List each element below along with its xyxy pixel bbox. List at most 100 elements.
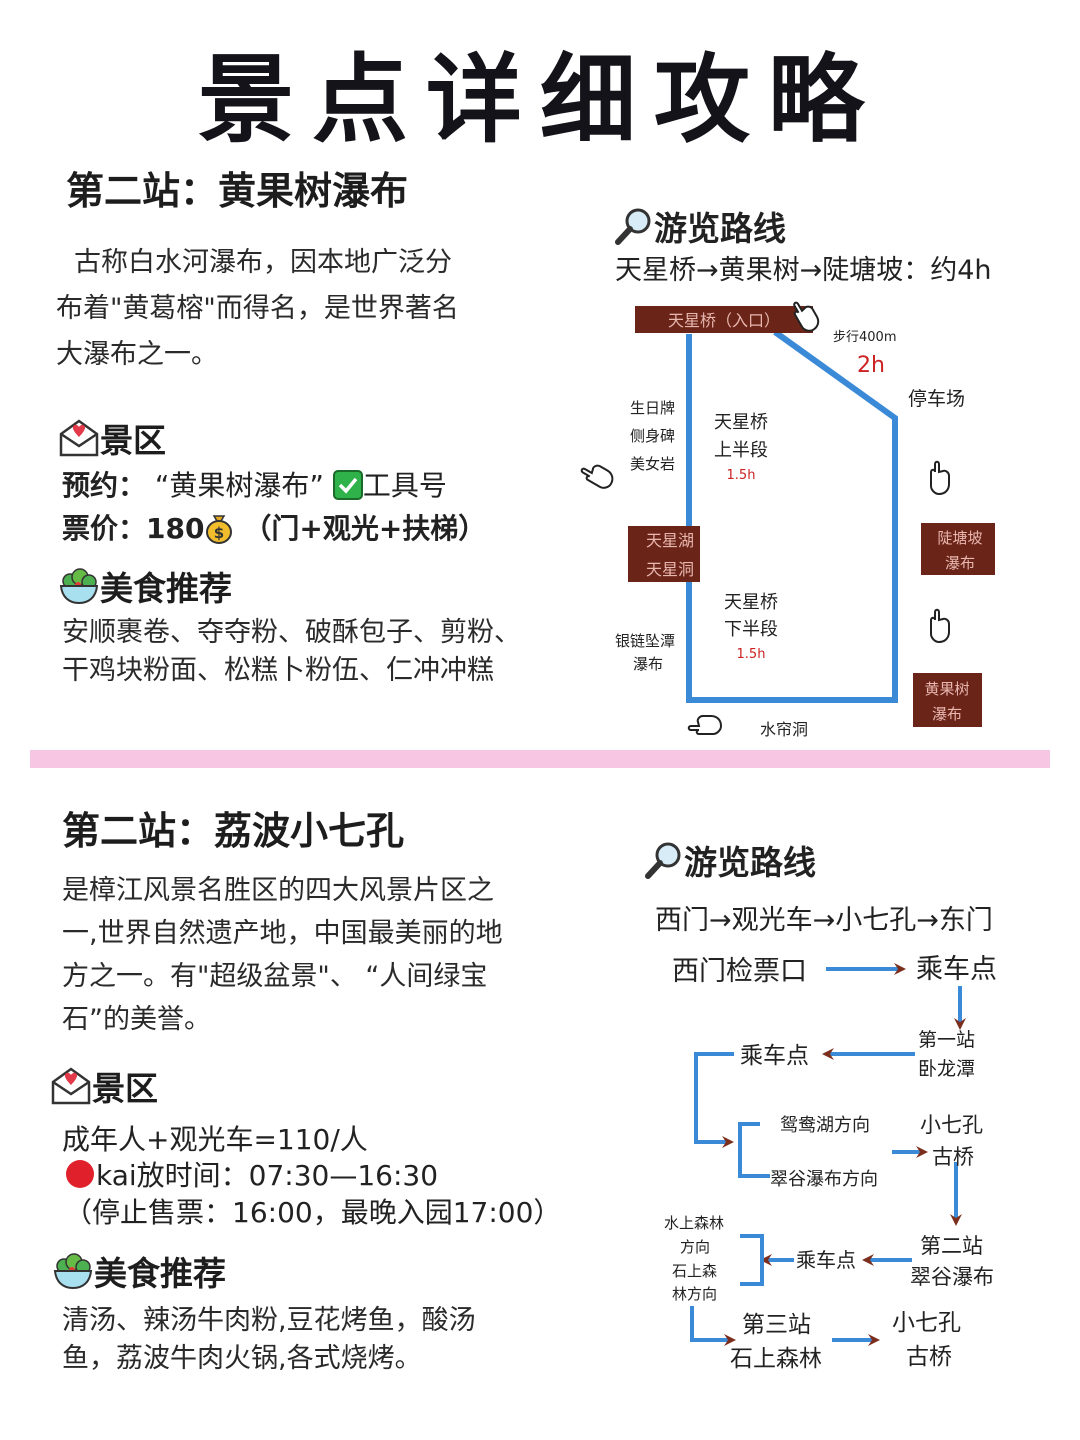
salad-icon — [59, 568, 99, 605]
flow-water-forest: 石上森 — [672, 1262, 717, 1280]
intro-line: 大瀑布之一。 — [56, 339, 218, 370]
flow-water-forest: 方向 — [680, 1238, 710, 1256]
salad-icon — [53, 1253, 93, 1290]
section2-intro: 是樟江风景名胜区的四大风景片区之 一,世界自然遗产地，中国最美丽的地 方之一。有… — [62, 869, 532, 1041]
flow-water-forest: 林方向 — [672, 1285, 717, 1303]
map-doutang-box — [921, 523, 995, 575]
flow-board1: 乘车点 — [916, 954, 997, 985]
section1-food-list: 安顺裹卷、夺夺粉、破酥包子、剪粉、 干鸡块粉面、松糕卜粉伍、仁冲冲糕 — [62, 614, 521, 690]
flow-bridge2: 古桥 — [906, 1344, 952, 1370]
route-heading-text: 游览路线 — [684, 843, 816, 882]
map-hgs-label: 黄果树 — [924, 680, 969, 698]
section1-route-text: 天星桥→黄果树→陡塘坡：约4h — [615, 255, 992, 286]
flow-stop1: 第一站 — [918, 1029, 975, 1051]
map-upper-name: 天星桥 — [714, 412, 768, 433]
section-divider — [30, 750, 1050, 768]
map-hgs-box — [913, 673, 982, 727]
map-walk-label: 步行400m — [833, 330, 896, 345]
route-heading-text: 游览路线 — [654, 209, 786, 248]
flow-ticket: 西门检票口 — [672, 956, 807, 987]
love-letter-icon — [59, 419, 99, 457]
open-time: kai放时间：07:30—16:30 — [96, 1159, 439, 1192]
hand-pointer-icon — [687, 715, 723, 735]
food-line: 干鸡块粉面、松糕卜粉伍、仁冲冲糕 — [62, 655, 494, 686]
intro-line: 布着"黄葛榕"而得名，是世界著名 — [56, 293, 459, 324]
section2-open-line: kai放时间：07:30—16:30 — [64, 1154, 438, 1194]
map-route-path — [686, 329, 898, 703]
price-note: （门+观光+扶梯） — [243, 512, 487, 545]
food-heading-text: 美食推荐 — [94, 1254, 226, 1293]
love-letter-icon — [51, 1067, 91, 1105]
reserve-line: 预约： “黄果树瀑布” 工具号 — [62, 464, 447, 504]
map-lower-name: 下半段 — [724, 619, 778, 640]
map-lower-name: 天星桥 — [724, 592, 778, 613]
red-circle-icon — [66, 1160, 94, 1188]
map-lower-time: 1.5h — [737, 647, 766, 662]
section1-food-heading: 美食推荐 — [58, 562, 232, 610]
section2-route-flow: 西门检票口 乘车点 第一站 卧龙潭 乘车点 鸳鸯湖方向 翠谷瀑布方向 小七孔 古… — [664, 954, 997, 1372]
area-heading-text: 景区 — [100, 421, 166, 460]
reserve-value: “黄果树瀑布” — [154, 469, 324, 502]
map-doutang-label: 瀑布 — [945, 554, 975, 572]
map-doutang-label: 陡塘坡 — [937, 529, 982, 547]
page-title: 景点详细攻略 — [198, 44, 882, 156]
magnifier-icon — [615, 208, 651, 245]
hand-pointer-icon — [930, 460, 950, 496]
flow-board3: 乘车点 — [796, 1248, 856, 1272]
flow-board2: 乘车点 — [740, 1043, 809, 1069]
flow-bridge1: 小七孔 — [920, 1113, 983, 1137]
reserve-tool: 工具号 — [362, 469, 447, 502]
reserve-label: 预约： — [62, 469, 147, 502]
map-lake-label: 天星洞 — [646, 560, 694, 579]
map-upper-time: 1.5h — [727, 468, 756, 483]
hand-pointer-icon — [793, 301, 820, 332]
map-left-label: 美女岩 — [630, 455, 675, 473]
price-value: 180 — [146, 512, 205, 545]
hand-pointer-icon — [580, 464, 614, 489]
price-label: 票价： — [62, 512, 147, 545]
section1-intro: 古称白水河瀑布，因本地广泛分 布着"黄葛榕"而得名，是世界著名 大瀑布之一。 — [56, 240, 516, 378]
map-lake-box — [628, 526, 700, 582]
map-chain-label: 银链坠潭 — [615, 632, 675, 650]
map-walk-time: 2h — [857, 353, 885, 378]
map-hgs-label: 瀑布 — [932, 705, 962, 723]
section1-route-heading: 游览路线 — [614, 202, 786, 250]
flow-stop3: 第三站 — [742, 1312, 811, 1338]
flow-stop2: 第二站 — [920, 1234, 983, 1258]
food-heading-text: 美食推荐 — [100, 569, 232, 608]
section2-heading: 第二站：荔波小七孔 — [62, 809, 405, 853]
intro-line: 一,世界自然遗产地，中国最美丽的地 — [62, 918, 503, 949]
flow-bridge1: 古桥 — [932, 1145, 974, 1169]
flow-water-forest: 水上森林 — [664, 1214, 724, 1232]
section2-stop-line: （停止售票：16:00，最晚入园17:00） — [64, 1196, 562, 1229]
section1-area-heading: 景区 — [58, 414, 166, 462]
map-entrance-box — [635, 306, 813, 333]
intro-line: 方之一。有"超级盆景"、 “人间绿宝 — [62, 961, 488, 992]
map-chain-label: 瀑布 — [633, 655, 663, 673]
money-bag-icon: $ — [206, 515, 233, 544]
section2-route-text: 西门→观光车→小七孔→东门 — [655, 905, 993, 936]
map-entrance-label: 天星桥（入口） — [668, 311, 780, 330]
section2-food-heading: 美食推荐 — [52, 1247, 226, 1295]
map-left-label: 侧身碑 — [630, 427, 675, 445]
food-line: 清汤、辣汤牛肉粉,豆花烤鱼，酸汤 — [62, 1305, 476, 1336]
map-lake-label: 天星湖 — [646, 531, 694, 550]
flow-stop1: 卧龙潭 — [918, 1058, 975, 1080]
food-line: 安顺裹卷、夺夺粉、破酥包子、剪粉、 — [62, 617, 521, 648]
flow-stop2: 翠谷瀑布 — [910, 1265, 994, 1289]
flow-lines — [690, 963, 966, 1346]
section2-area-heading: 景区 — [50, 1062, 158, 1110]
section1-route-map: 天星桥（入口） 步行400m 2h 停车场 生日牌 侧身碑 美女岩 天星桥 上半… — [580, 301, 995, 739]
price-line: 票价：180 $ （门+观光+扶梯） — [62, 507, 486, 547]
flow-stop3: 石上森林 — [730, 1346, 822, 1372]
section2-price-line: 成年人+观光车=110/人 — [62, 1123, 368, 1156]
map-left-label: 生日牌 — [630, 399, 675, 417]
check-mark-icon — [332, 470, 363, 500]
magnifier-icon — [645, 842, 681, 879]
intro-line: 石”的美誉。 — [62, 1004, 211, 1035]
flow-bridge2: 小七孔 — [892, 1310, 961, 1336]
map-curtain-label: 水帘洞 — [760, 720, 808, 739]
map-upper-name: 上半段 — [714, 440, 768, 461]
food-line: 鱼，荔波牛肉火锅,各式烧烤。 — [62, 1343, 422, 1374]
area-heading-text: 景区 — [92, 1069, 158, 1108]
